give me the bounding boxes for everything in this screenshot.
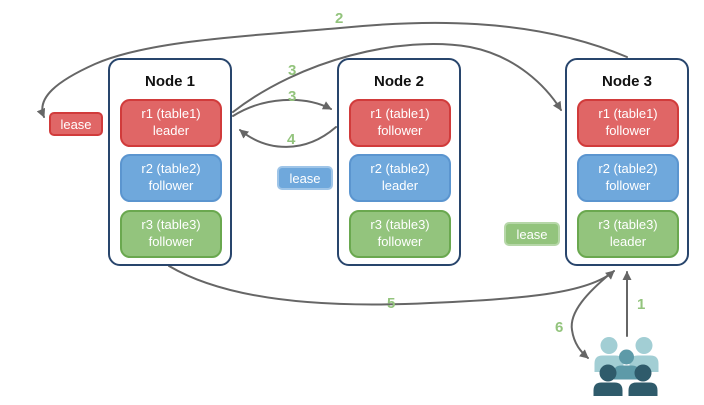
node2-replica-r3: r3 (table3) follower [349, 210, 451, 258]
arrow-3-node1-to-node2 [232, 98, 332, 117]
arrow-label-4: 4 [287, 131, 296, 148]
node-title: Node 3 [601, 73, 652, 90]
replica-name: r2 (table2) [598, 161, 658, 177]
node1-replica-r2: r2 (table2) follower [120, 154, 222, 202]
node1-replica-r1: r1 (table1) leader [120, 99, 222, 147]
lease-badge-blue: lease [277, 166, 333, 190]
node-2: Node 2 r1 (table1) follower r2 (table2) … [337, 58, 461, 266]
lease-badge-red: lease [49, 112, 103, 136]
replica-name: r3 (table3) [141, 217, 201, 233]
replica-role: follower [377, 234, 423, 249]
arrow-label-5: 5 [387, 295, 396, 312]
replica-name: r1 (table1) [598, 106, 658, 122]
arrow-label-3a: 3 [288, 62, 297, 79]
replica-name: r2 (table2) [370, 161, 430, 177]
node-title: Node 1 [144, 73, 195, 90]
replica-role: follower [605, 178, 651, 193]
node3-replica-r2: r2 (table2) follower [577, 154, 679, 202]
replica-role: leader [609, 234, 647, 249]
node3-replica-r3: r3 (table3) leader [577, 210, 679, 258]
replica-role: follower [148, 234, 194, 249]
replica-name: r3 (table3) [370, 217, 430, 233]
arrow-label-6: 6 [555, 319, 564, 336]
replica-role: leader [152, 123, 190, 138]
replica-role: follower [148, 178, 194, 193]
users-icon [593, 337, 659, 396]
node-3: Node 3 r1 (table1) follower r2 (table2) … [565, 58, 689, 266]
node1-replica-r3: r3 (table3) follower [120, 210, 222, 258]
arrow-label-1: 1 [637, 296, 646, 313]
replica-name: r1 (table1) [370, 106, 430, 122]
replica-name: r2 (table2) [141, 161, 201, 177]
lease-badge-green: lease [504, 222, 560, 246]
replica-role: follower [377, 123, 423, 138]
replica-name: r3 (table3) [598, 217, 658, 233]
node-1: Node 1 r1 (table1) leader r2 (table2) fo… [108, 58, 232, 266]
replica-role: follower [605, 123, 651, 138]
node2-replica-r2: r2 (table2) leader [349, 154, 451, 202]
node3-replica-r1: r1 (table1) follower [577, 99, 679, 147]
node2-replica-r1: r1 (table1) follower [349, 99, 451, 147]
replica-role: leader [381, 178, 419, 193]
arrow-label-3b: 3 [288, 88, 297, 105]
replica-name: r1 (table1) [141, 106, 201, 122]
node-title: Node 2 [373, 73, 424, 90]
arrow-label-2: 2 [335, 10, 344, 27]
